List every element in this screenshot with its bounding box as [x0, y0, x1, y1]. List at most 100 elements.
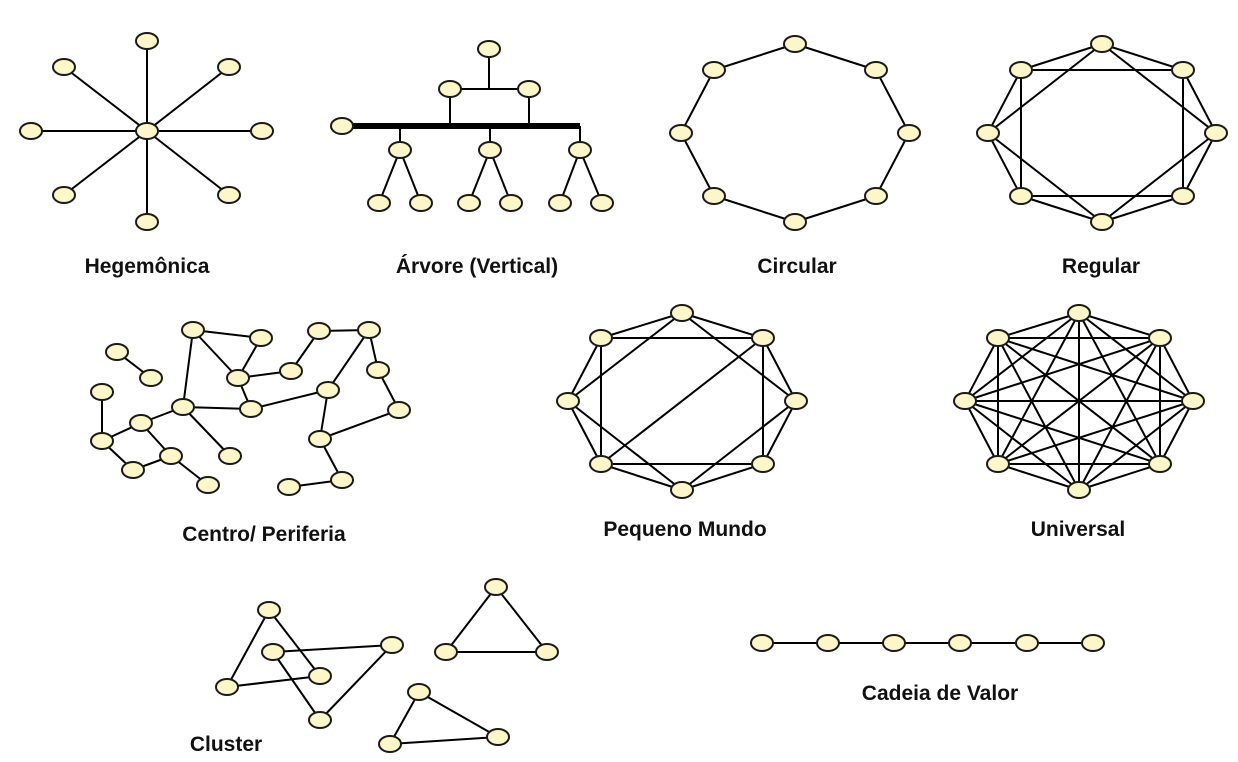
edge	[713, 43, 796, 71]
edge	[389, 736, 499, 745]
node	[407, 683, 431, 701]
edge	[1159, 400, 1194, 465]
label-cadeia-de-valor: Cadeia de Valor	[862, 682, 1018, 705]
node	[486, 728, 510, 746]
node	[330, 117, 354, 135]
edge	[964, 337, 999, 402]
edge	[1182, 132, 1217, 197]
node	[751, 329, 775, 347]
edge	[192, 329, 239, 379]
node	[1009, 61, 1033, 79]
node	[279, 362, 303, 380]
diagram-cluster	[215, 578, 559, 753]
node	[783, 213, 807, 231]
node	[129, 414, 153, 432]
node	[367, 194, 391, 212]
node	[52, 186, 76, 204]
node	[976, 124, 1000, 142]
edge	[875, 69, 910, 134]
node	[1148, 455, 1172, 473]
node	[1090, 35, 1114, 53]
edge	[987, 69, 1022, 134]
node	[816, 634, 840, 652]
edge	[875, 132, 910, 197]
node	[517, 80, 541, 98]
node	[751, 455, 775, 473]
edge	[997, 337, 1161, 465]
edge	[272, 651, 321, 721]
edge	[567, 312, 683, 402]
node	[135, 32, 159, 50]
node	[438, 80, 462, 98]
node	[226, 369, 250, 387]
node	[135, 213, 159, 231]
node	[784, 392, 808, 410]
edge	[762, 337, 797, 402]
diagram-pequeno-mundo	[556, 304, 808, 499]
node	[121, 461, 145, 479]
node	[90, 383, 114, 401]
edge	[1101, 43, 1184, 71]
node	[277, 478, 301, 496]
edge	[445, 586, 497, 653]
node	[307, 322, 331, 340]
node	[434, 643, 458, 661]
edge	[319, 409, 400, 440]
node	[19, 122, 43, 140]
edge	[794, 43, 877, 71]
node	[589, 455, 613, 473]
node	[261, 643, 285, 661]
node	[196, 476, 220, 494]
edge	[1078, 312, 1161, 339]
node	[669, 124, 693, 142]
label-cluster: Cluster	[190, 733, 262, 756]
edge	[964, 400, 1080, 491]
node	[702, 61, 726, 79]
node	[90, 432, 114, 450]
edge	[579, 149, 603, 204]
edge	[987, 132, 1022, 197]
node	[181, 321, 205, 339]
node	[215, 678, 239, 696]
node	[1067, 304, 1091, 322]
node	[1204, 124, 1228, 142]
node	[457, 194, 481, 212]
node	[171, 398, 195, 416]
node	[1181, 392, 1205, 410]
edge	[600, 337, 764, 465]
node	[484, 578, 508, 596]
diagram-universal	[953, 304, 1205, 499]
edge	[680, 69, 715, 134]
node	[590, 194, 614, 212]
node	[1148, 329, 1172, 347]
edge	[1101, 43, 1217, 134]
edge	[681, 400, 797, 491]
node	[316, 381, 340, 399]
node	[1067, 481, 1091, 499]
node	[477, 40, 501, 58]
node	[249, 329, 273, 347]
node	[159, 447, 183, 465]
edge	[63, 130, 148, 196]
node	[864, 187, 888, 205]
edge	[418, 691, 499, 738]
node	[548, 194, 572, 212]
node	[409, 194, 433, 212]
label-universal: Universal	[1031, 518, 1126, 541]
edge	[272, 644, 393, 653]
label-circular: Circular	[757, 255, 836, 278]
edge	[997, 400, 1194, 465]
node	[357, 321, 381, 339]
node	[378, 735, 402, 753]
diagram-hegemonica	[19, 32, 274, 231]
edge	[319, 644, 393, 721]
node	[948, 634, 972, 652]
node	[139, 369, 163, 387]
node	[556, 392, 580, 410]
edge	[389, 691, 420, 745]
node	[986, 329, 1010, 347]
node	[1015, 634, 1039, 652]
label-pequeno-mundo: Pequeno Mundo	[603, 518, 766, 541]
edge	[794, 195, 877, 223]
